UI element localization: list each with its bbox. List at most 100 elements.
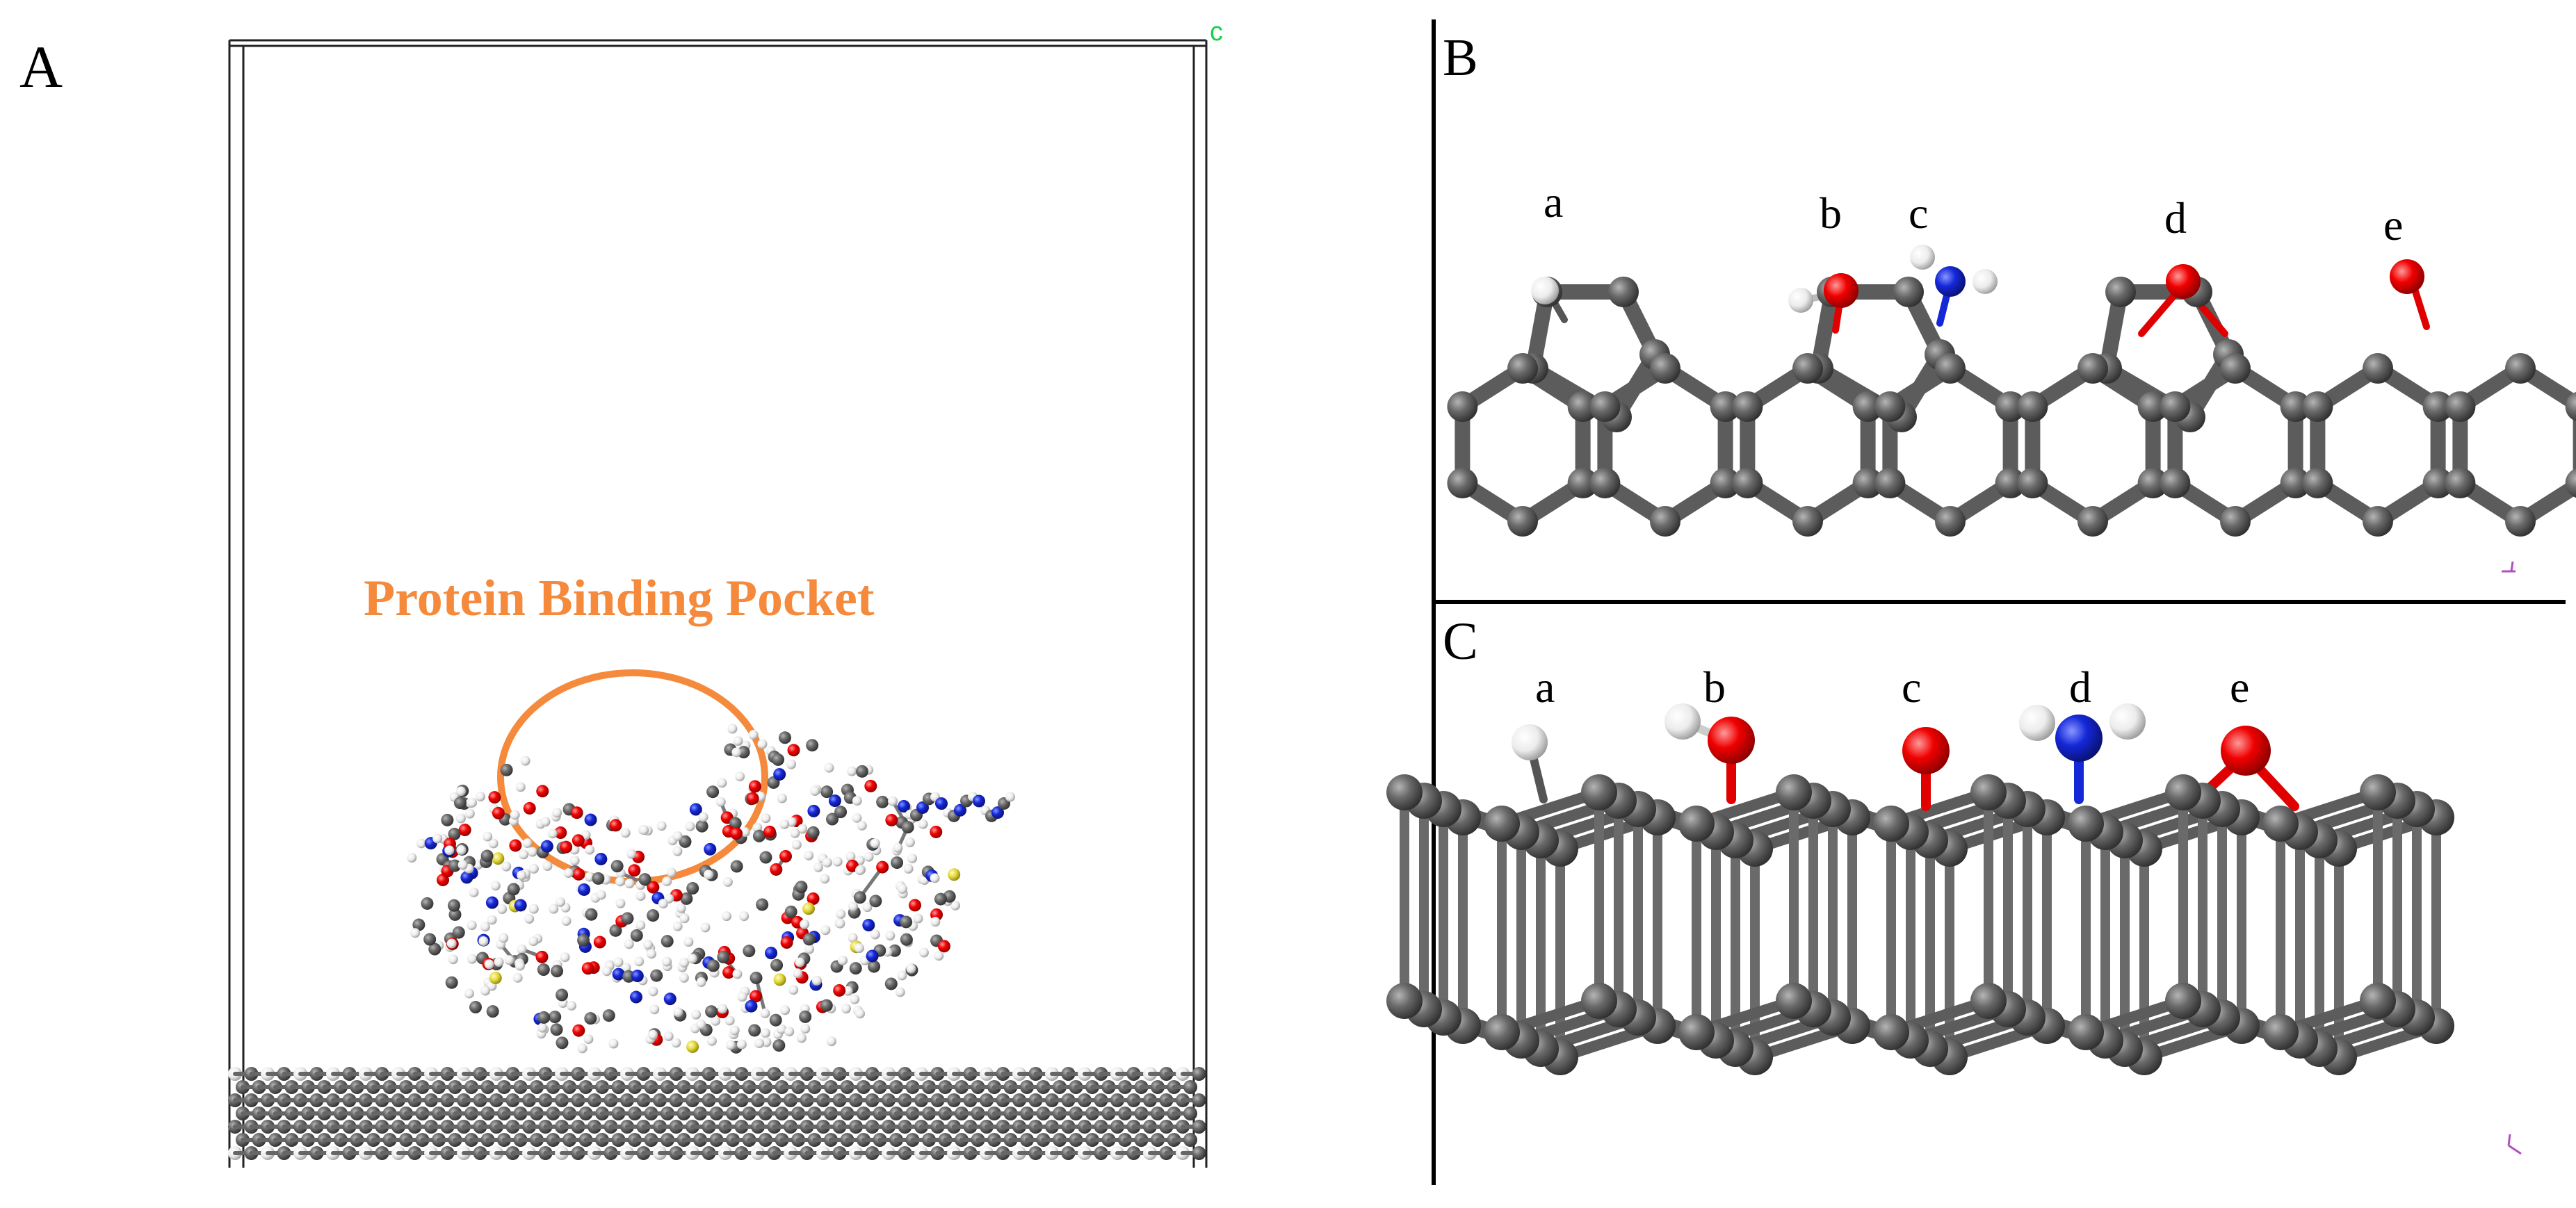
protein-atom: [490, 881, 501, 891]
protein-atom: [862, 902, 873, 913]
protein-atom: [706, 785, 720, 799]
protein-atom: [504, 955, 515, 965]
protein-atom: [752, 829, 765, 842]
protein-atom: [786, 759, 797, 769]
panel-b-oxygen-b: [1824, 273, 1858, 308]
protein-atom: [514, 899, 527, 912]
protein-atom: [698, 812, 708, 822]
protein-atom: [585, 844, 595, 855]
protein-atom: [705, 1005, 718, 1018]
panel-c-oxygen-e: [2221, 726, 2271, 776]
panel-c: C a b c d e: [1386, 612, 2522, 1155]
protein-atom: [954, 803, 966, 817]
protein-atom: [857, 820, 867, 831]
panel-b-carbon: [1995, 391, 2026, 422]
protein-atom: [549, 1011, 562, 1024]
protein-atom: [572, 1024, 585, 1037]
panel-c-carbon: [1970, 983, 2007, 1019]
protein-atom: [488, 838, 499, 849]
protein-atom: [515, 961, 525, 971]
protein-atom: [973, 794, 985, 808]
panel-b-carbon: [2220, 506, 2251, 537]
protein-atom: [672, 921, 683, 931]
panel-b-carbon: [1852, 468, 1884, 498]
panel-c-carbon: [2068, 806, 2104, 842]
protein-atom: [790, 828, 800, 838]
protein-atom: [795, 957, 805, 968]
protein-atom: [556, 988, 569, 1002]
panel-c-carbon: [1776, 774, 1812, 810]
protein-atom: [535, 950, 549, 963]
protein-atom: [937, 940, 950, 953]
protein-atom: [549, 904, 559, 914]
protein-atom: [488, 791, 501, 804]
protein-atom: [666, 867, 677, 878]
protein-atom: [826, 1036, 836, 1047]
protein-atom: [800, 919, 810, 929]
protein-atom: [441, 813, 454, 826]
protein-atom: [795, 881, 808, 894]
panel-b-letter: B: [1443, 28, 1478, 87]
panel-b-site-labels: a b c d e: [1544, 177, 2403, 250]
protein-atom: [528, 904, 539, 914]
panel-c-site-c: c: [1902, 662, 1921, 712]
protein-atom: [731, 747, 742, 758]
panel-c-carbon: [1873, 806, 1909, 842]
protein-atom: [608, 1038, 619, 1049]
slab-atom: [1192, 1067, 1206, 1081]
panel-b-carbon: [2105, 277, 2136, 307]
protein-atom: [717, 950, 730, 963]
protein-atom: [898, 883, 908, 894]
panel-c-nitrogen-d: [2055, 715, 2103, 762]
protein-atom: [901, 821, 914, 834]
protein-atom: [804, 944, 815, 954]
protein-atom: [797, 824, 808, 834]
protein-atom: [730, 860, 743, 873]
panel-c-carbon: [1386, 983, 1423, 1019]
protein-atom: [594, 852, 608, 865]
protein-atom: [510, 810, 520, 820]
protein-atom: [763, 825, 777, 838]
protein-atom: [843, 986, 853, 996]
panel-c-site-labels: a b c d e: [1535, 662, 2249, 712]
protein-atom: [893, 842, 903, 853]
protein-atom: [630, 929, 643, 942]
panel-b-carbon: [1732, 468, 1763, 498]
protein-atom: [480, 922, 490, 932]
protein-atom: [852, 813, 862, 823]
protein-atom: [833, 983, 846, 997]
protein-atom: [528, 863, 539, 874]
protein-atom: [572, 867, 585, 881]
panel-b-carbon: [1507, 353, 1538, 384]
panel-b-site-e: e: [2383, 200, 2403, 250]
protein-atom: [722, 966, 736, 979]
panel-c-hydrogen-d1: [2019, 705, 2055, 741]
protein-atom: [663, 993, 677, 1006]
simulation-box: [228, 39, 1208, 1168]
panel-c-site-d: d: [2069, 662, 2091, 712]
protein-atom: [448, 908, 462, 921]
panel-b-carbon: [1447, 391, 1478, 422]
protein-atom: [407, 852, 417, 863]
protein-atom: [787, 744, 800, 757]
protein-atom: [615, 876, 626, 887]
protein-atom: [650, 969, 663, 982]
protein-atom: [704, 842, 717, 856]
panel-b-carbon: [1874, 391, 1906, 422]
protein-atom: [706, 959, 720, 972]
panel-b-nitrogen-c: [1935, 266, 1966, 297]
protein-atom: [662, 956, 672, 967]
protein-atom: [643, 940, 654, 950]
protein-atom: [930, 825, 943, 838]
protein-atom: [706, 1036, 717, 1046]
protein-atom: [583, 1034, 594, 1045]
protein-atom: [802, 933, 816, 946]
protein-atom: [602, 1009, 615, 1022]
panel-c-carbon: [1484, 806, 1520, 842]
protein-atom: [621, 912, 634, 925]
protein-atom: [679, 835, 692, 848]
protein-atom: [432, 833, 443, 844]
protein-atom: [791, 840, 802, 850]
protein-atom: [662, 876, 672, 887]
protein-atom: [898, 800, 910, 813]
